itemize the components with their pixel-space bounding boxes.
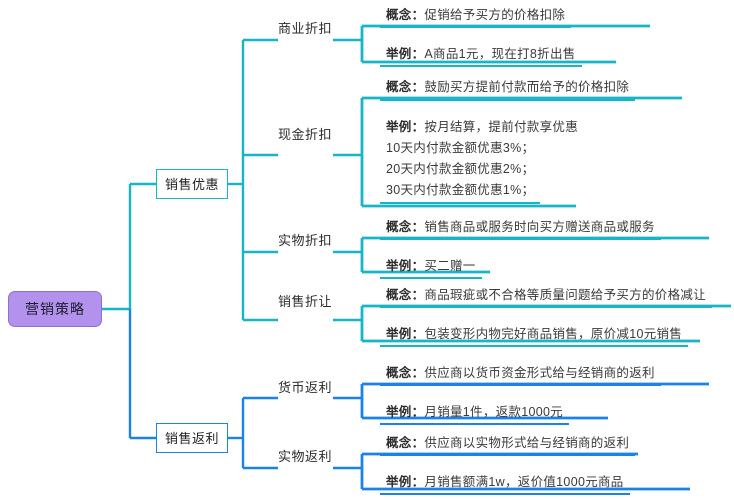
subnode-label-commercial-discount[interactable]: 商业折扣 bbox=[278, 21, 333, 36]
leaf-group-monetary-rebate: 概念：供应商以货币资金形式给与经销商的返利 举例：月销量1件，返款1000元 bbox=[362, 364, 661, 425]
subnode-label-cash-discount[interactable]: 现金折扣 bbox=[278, 127, 333, 142]
leaf-group-cash-discount: 概念：鼓励买方提前付款而给予的价格扣除 举例：按月结算，提前付款享优惠 10天内… bbox=[362, 78, 636, 204]
subnode-label-sales-allowance[interactable]: 销售折让 bbox=[278, 294, 333, 309]
leaf-row-example-extra[interactable]: 20天内付款金额优惠2%； bbox=[362, 160, 635, 181]
leaf-row-concept[interactable]: 概念：促销给予买方的价格扣除 bbox=[362, 6, 582, 28]
leaf-row-example[interactable]: 举例：月销售额满1w，返价值1000元商品 bbox=[362, 473, 635, 495]
leaf-example-text: 举例：月销量1件，返款1000元 bbox=[380, 404, 570, 425]
branch-label: 销售返利 bbox=[164, 430, 219, 446]
leaf-row-concept[interactable]: 概念：销售商品或服务时向买方赠送商品或服务 bbox=[362, 218, 661, 240]
leaf-concept-text: 概念：销售商品或服务时向买方赠送商品或服务 bbox=[380, 219, 661, 240]
leaf-group-physical-rebate: 概念：供应商以实物形式给与经销商的返利 举例：月销售额满1w，返价值1000元商… bbox=[362, 434, 636, 495]
leaf-row-example[interactable]: 举例：月销量1件，返款1000元 bbox=[362, 403, 661, 425]
subnode-label-monetary-rebate[interactable]: 货币返利 bbox=[278, 380, 333, 395]
leaf-group-commercial-discount: 概念：促销给予买方的价格扣除 举例：A商品1元，现在打8折出售 bbox=[362, 6, 582, 67]
branch-label: 销售优惠 bbox=[164, 176, 219, 192]
leaf-example-text: 举例：包装变形内物完好商品销售，原价减10元销售 bbox=[380, 326, 689, 347]
branch-node-sales-discount[interactable]: 销售优惠 bbox=[156, 169, 228, 199]
leaf-row-example[interactable]: 举例：买二赠一 bbox=[362, 257, 661, 279]
leaf-concept-text: 概念：鼓励买方提前付款而给予的价格扣除 bbox=[380, 78, 636, 101]
branch-node-sales-rebate[interactable]: 销售返利 bbox=[156, 423, 228, 453]
leaf-row-concept[interactable]: 概念：鼓励买方提前付款而给予的价格扣除 bbox=[362, 78, 636, 101]
leaf-example-extra-2: 20天内付款金额优惠2%； bbox=[386, 162, 535, 176]
leaf-row-example[interactable]: 举例：包装变形内物完好商品销售，原价减10元销售 bbox=[362, 325, 712, 347]
leaf-concept-text: 概念：促销给予买方的价格扣除 bbox=[380, 7, 572, 28]
root-node[interactable]: 营销策略 bbox=[8, 291, 102, 327]
subnode-label-physical-rebate[interactable]: 实物返利 bbox=[278, 449, 333, 464]
leaf-row-example-extra[interactable]: 10天内付款金额优惠3%； bbox=[362, 139, 635, 160]
leaf-row-example[interactable]: 举例：按月结算，提前付款享优惠 bbox=[362, 118, 635, 139]
leaf-row-concept[interactable]: 概念：供应商以实物形式给与经销商的返利 bbox=[362, 434, 636, 456]
leaf-concept-text: 概念：供应商以实物形式给与经销商的返利 bbox=[380, 435, 636, 456]
leaf-example-extra-3: 30天内付款金额优惠1%； bbox=[380, 181, 541, 204]
leaf-example-text: 举例：按月结算，提前付款享优惠 bbox=[386, 120, 579, 134]
leaf-example-extra-1: 10天内付款金额优惠3%； bbox=[386, 141, 535, 155]
leaf-row-concept[interactable]: 概念：商品瑕疵或不合格等质量问题给予买方的价格减让 bbox=[362, 286, 713, 308]
leaf-example-text: 举例：买二赠一 bbox=[380, 258, 482, 279]
leaf-concept-text: 概念：商品瑕疵或不合格等质量问题给予买方的价格减让 bbox=[380, 287, 713, 308]
leaf-group-physical-discount: 概念：销售商品或服务时向买方赠送商品或服务 举例：买二赠一 bbox=[362, 218, 661, 279]
leaf-row-example-extra[interactable]: 30天内付款金额优惠1%； bbox=[362, 181, 635, 204]
leaf-group-sales-allowance: 概念：商品瑕疵或不合格等质量问题给予买方的价格减让 举例：包装变形内物完好商品销… bbox=[362, 286, 713, 347]
leaf-concept-text: 概念：供应商以货币资金形式给与经销商的返利 bbox=[380, 365, 661, 386]
leaf-row-concept[interactable]: 概念：供应商以货币资金形式给与经销商的返利 bbox=[362, 364, 661, 386]
root-node-label: 营销策略 bbox=[25, 301, 85, 317]
leaf-example-text: 举例：A商品1元，现在打8折出售 bbox=[380, 46, 582, 67]
leaf-row-example[interactable]: 举例：A商品1元，现在打8折出售 bbox=[362, 45, 582, 67]
subnode-label-physical-discount[interactable]: 实物折扣 bbox=[278, 233, 333, 248]
leaf-example-text: 举例：月销售额满1w，返价值1000元商品 bbox=[380, 474, 630, 495]
